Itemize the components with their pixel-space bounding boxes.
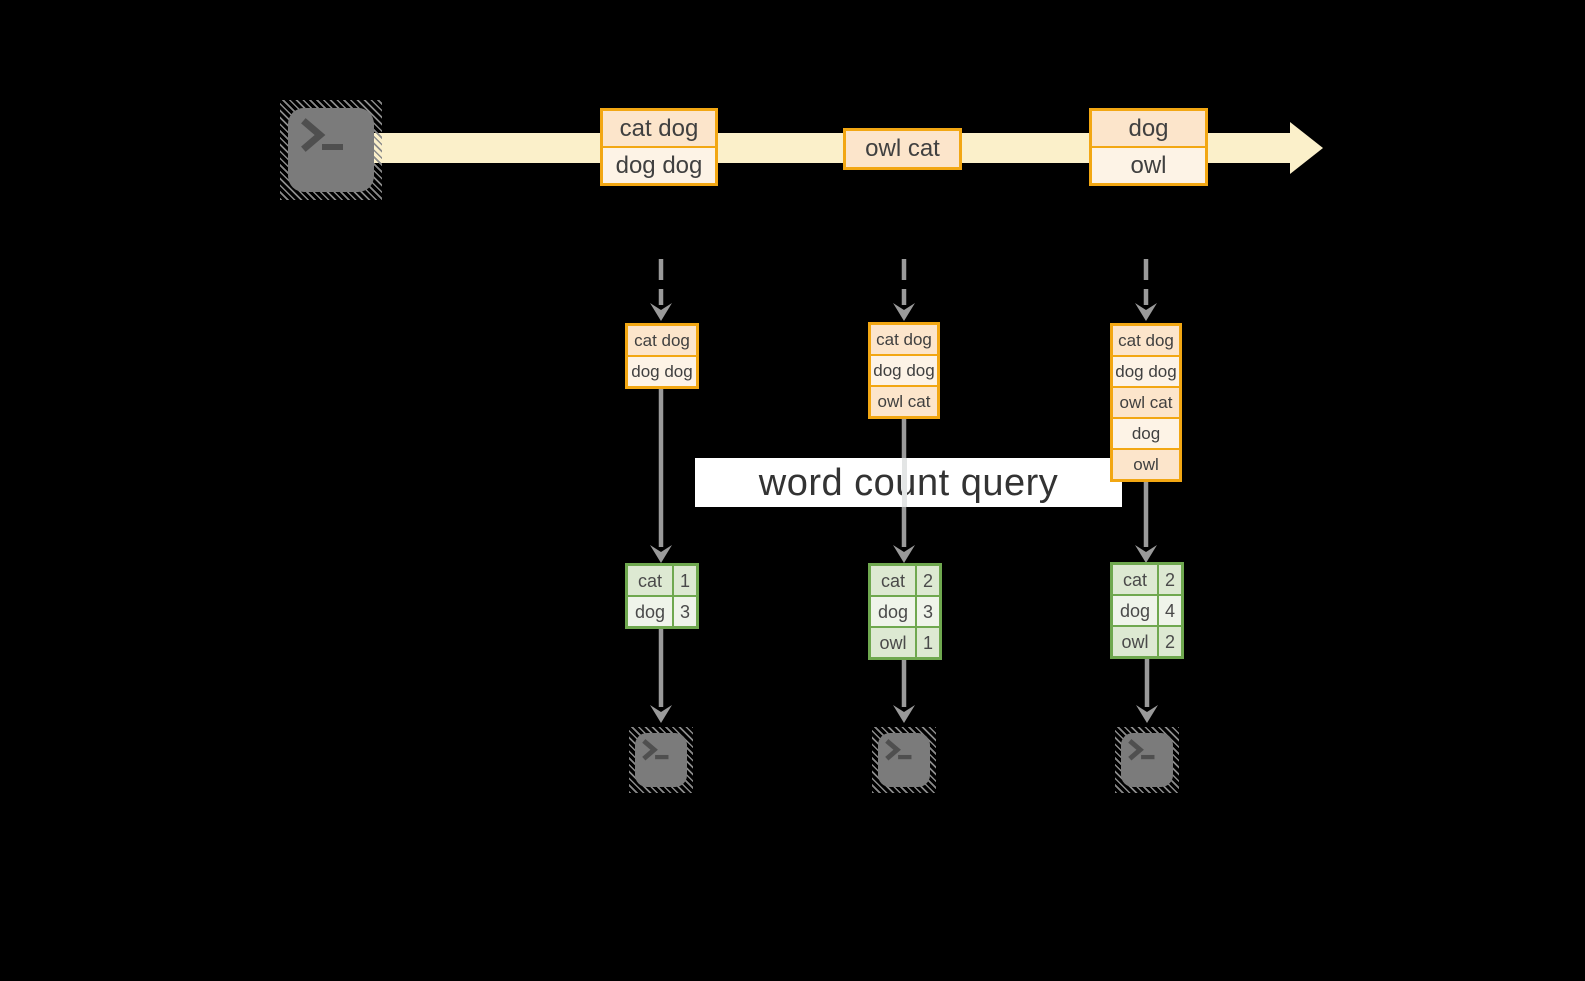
terminal-icon bbox=[280, 100, 382, 200]
count-cell: 1 bbox=[917, 628, 939, 657]
count-cell: 4 bbox=[1159, 596, 1181, 625]
event-box-3: dog owl bbox=[1089, 108, 1208, 186]
state-cell: cat dog bbox=[1113, 326, 1179, 355]
event-cell: cat dog bbox=[603, 111, 715, 146]
table-row: owl 1 bbox=[871, 626, 939, 657]
word-cell: cat bbox=[871, 566, 917, 595]
state-box-2: cat dog dog dog owl cat bbox=[868, 322, 940, 419]
terminal-icon bbox=[629, 727, 693, 793]
query-arrow-1 bbox=[650, 387, 672, 563]
count-cell: 3 bbox=[674, 597, 696, 626]
terminal-icon bbox=[1115, 727, 1179, 793]
output-arrow-3 bbox=[1136, 657, 1158, 723]
table-row: cat 1 bbox=[628, 566, 696, 595]
query-arrow-3 bbox=[1135, 480, 1157, 563]
state-cell: owl cat bbox=[1113, 386, 1179, 417]
table-row: dog 3 bbox=[628, 595, 696, 626]
word-cell: owl bbox=[1113, 627, 1159, 656]
table-row: cat 2 bbox=[871, 566, 939, 595]
count-cell: 2 bbox=[1159, 565, 1181, 594]
state-box-3: cat dog dog dog owl cat dog owl bbox=[1110, 323, 1182, 482]
state-cell: cat dog bbox=[628, 326, 696, 355]
event-cell: dog bbox=[1092, 111, 1205, 146]
ingest-arrow-3 bbox=[1135, 259, 1157, 321]
table-row: dog 4 bbox=[1113, 594, 1181, 625]
count-cell: 3 bbox=[917, 597, 939, 626]
word-cell: cat bbox=[1113, 565, 1159, 594]
event-cell: owl cat bbox=[846, 131, 959, 167]
count-cell: 2 bbox=[1159, 627, 1181, 656]
prompt-glyph-icon bbox=[301, 118, 343, 152]
ingest-arrow-1 bbox=[650, 259, 672, 321]
stream-arrowhead-icon bbox=[1290, 122, 1323, 174]
state-cell: dog dog bbox=[871, 354, 937, 385]
word-cell: dog bbox=[871, 597, 917, 626]
event-box-1: cat dog dog dog bbox=[600, 108, 718, 186]
word-cell: cat bbox=[628, 566, 674, 595]
count-cell: 1 bbox=[674, 566, 696, 595]
query-label: word count query bbox=[758, 461, 1059, 504]
event-cell: owl bbox=[1092, 146, 1205, 183]
word-cell: dog bbox=[628, 597, 674, 626]
table-row: dog 3 bbox=[871, 595, 939, 626]
prompt-glyph-icon bbox=[1128, 739, 1155, 761]
table-row: cat 2 bbox=[1113, 565, 1181, 594]
query-label-band: word count query bbox=[695, 458, 1122, 507]
count-table-3: cat 2 dog 4 owl 2 bbox=[1110, 562, 1184, 659]
state-cell: dog dog bbox=[628, 355, 696, 386]
count-table-2: cat 2 dog 3 owl 1 bbox=[868, 563, 942, 660]
terminal-icon bbox=[872, 727, 936, 793]
state-cell: owl bbox=[1113, 448, 1179, 479]
word-cell: owl bbox=[871, 628, 917, 657]
output-arrow-2 bbox=[893, 658, 915, 723]
count-table-1: cat 1 dog 3 bbox=[625, 563, 699, 629]
ingest-arrow-2 bbox=[893, 259, 915, 321]
count-cell: 2 bbox=[917, 566, 939, 595]
state-cell: dog dog bbox=[1113, 355, 1179, 386]
state-cell: dog bbox=[1113, 417, 1179, 448]
prompt-glyph-icon bbox=[642, 739, 669, 761]
prompt-glyph-icon bbox=[885, 739, 912, 761]
state-cell: cat dog bbox=[871, 325, 937, 354]
state-cell: owl cat bbox=[871, 385, 937, 416]
table-row: owl 2 bbox=[1113, 625, 1181, 656]
word-cell: dog bbox=[1113, 596, 1159, 625]
output-arrow-1 bbox=[650, 628, 672, 723]
event-cell: dog dog bbox=[603, 146, 715, 183]
event-box-2: owl cat bbox=[843, 128, 962, 170]
state-box-1: cat dog dog dog bbox=[625, 323, 699, 389]
query-arrow-2-overlay bbox=[902, 458, 907, 507]
